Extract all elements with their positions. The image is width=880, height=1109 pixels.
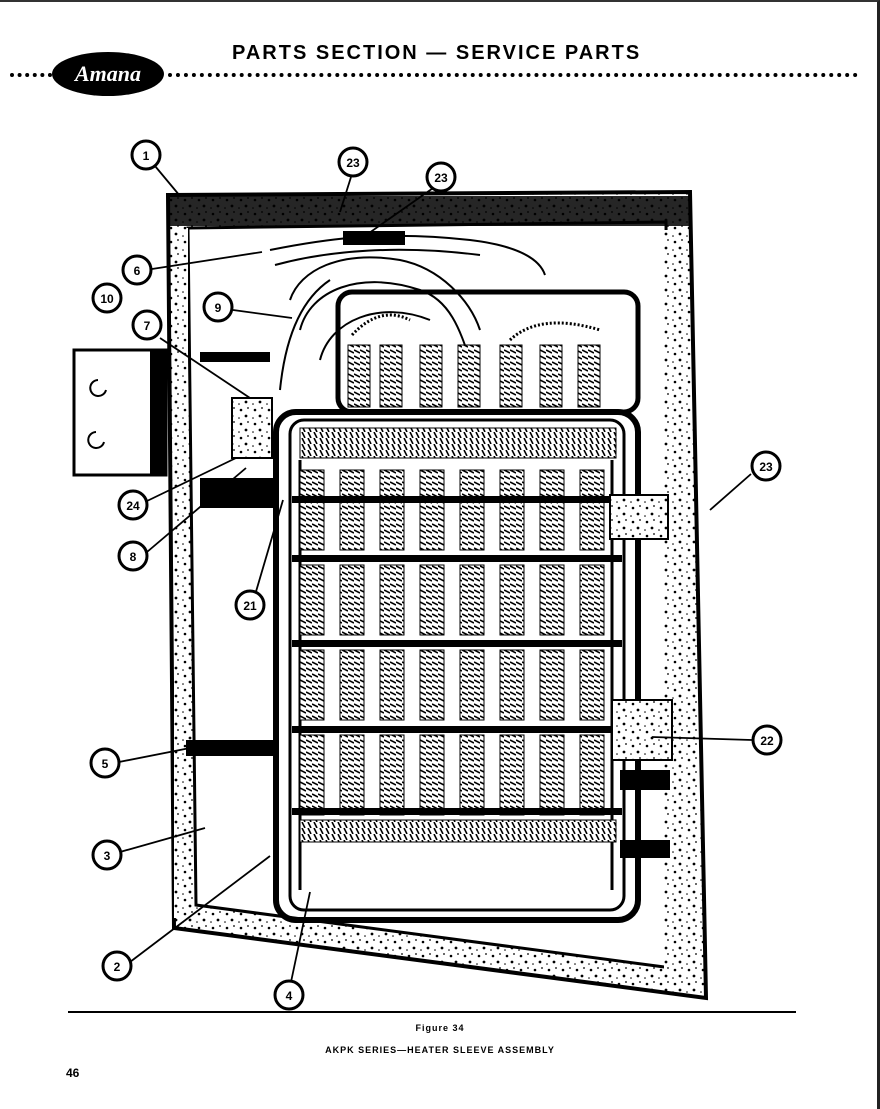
callout-4: 4 xyxy=(273,979,305,1011)
callout-number: 23 xyxy=(759,460,773,474)
callout-23-right: 23 xyxy=(750,450,782,482)
callout-8: 8 xyxy=(117,540,149,572)
callout-number: 10 xyxy=(100,292,114,306)
callout-23-center: 23 xyxy=(425,161,457,193)
callout-21: 21 xyxy=(234,589,266,621)
callout-6: 6 xyxy=(121,254,153,286)
callout-number: 22 xyxy=(760,734,774,748)
figure-label: Figure 34 xyxy=(415,1023,465,1033)
upper-heater-rack xyxy=(335,289,641,415)
header-dotted-rule-left xyxy=(10,73,52,77)
limit-switch-assembly xyxy=(186,352,276,756)
callout-number: 6 xyxy=(134,264,141,278)
brand-name: Amana xyxy=(73,61,141,86)
callout-number: 8 xyxy=(130,550,137,564)
callout-9: 9 xyxy=(202,291,234,323)
callout-3: 3 xyxy=(91,839,123,871)
callout-2: 2 xyxy=(101,950,133,982)
callout-number: 5 xyxy=(102,757,109,771)
heater-coils xyxy=(292,427,622,843)
callout-number: 24 xyxy=(126,499,140,513)
page-title: PARTS SECTION — SERVICE PARTS xyxy=(232,42,642,64)
header-dotted-rule-right xyxy=(168,73,858,77)
callout-1: 1 xyxy=(130,139,162,171)
callout-5: 5 xyxy=(89,747,121,779)
callout-number: 4 xyxy=(286,989,293,1003)
callout-10: 10 xyxy=(91,282,123,314)
page-number: 46 xyxy=(66,1066,80,1080)
amana-logo: Amana xyxy=(52,52,164,96)
callout-number: 3 xyxy=(104,849,111,863)
bottom-rule xyxy=(68,1011,796,1013)
callout-22: 22 xyxy=(751,724,783,756)
callout-7: 7 xyxy=(131,309,163,341)
wire-bundle xyxy=(269,231,546,391)
callout-number: 1 xyxy=(143,149,150,163)
figure-caption: AKPK SERIES—HEATER SLEEVE ASSEMBLY xyxy=(325,1045,555,1055)
callout-23-top: 23 xyxy=(337,146,369,178)
callout-number: 23 xyxy=(434,171,448,185)
callout-number: 2 xyxy=(114,960,121,974)
junction-box xyxy=(72,348,168,477)
callout-number: 7 xyxy=(144,319,151,333)
mounting-brackets xyxy=(609,494,673,858)
callout-number: 23 xyxy=(346,156,360,170)
leader-lines xyxy=(118,165,753,983)
callout-number: 9 xyxy=(215,301,222,315)
callout-24: 24 xyxy=(117,489,149,521)
callout-number: 21 xyxy=(243,599,257,613)
